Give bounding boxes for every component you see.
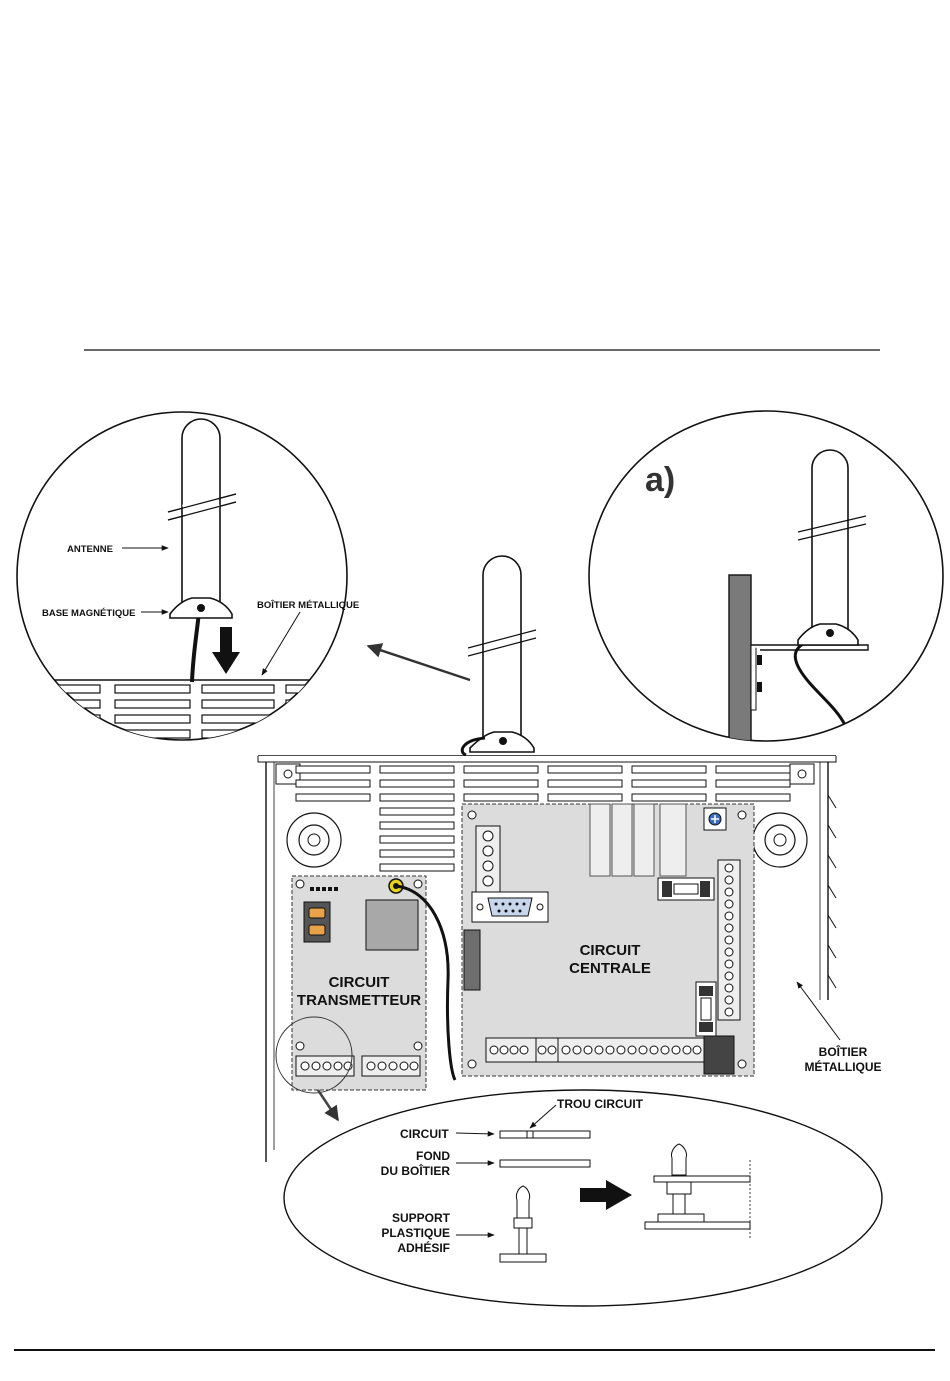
support-label-2: PLASTIQUE bbox=[381, 1226, 450, 1240]
support-label-1: SUPPORT bbox=[392, 1211, 451, 1225]
central-circuit-board: CIRCUIT CENTRALE bbox=[462, 804, 754, 1076]
support-label-3: ADHÉSIF bbox=[397, 1240, 450, 1255]
center-antenna bbox=[368, 556, 536, 755]
antenna-label: ANTENNE bbox=[67, 544, 113, 555]
transmitter-circuit-label-1: CIRCUIT bbox=[329, 974, 390, 991]
transmitter-circuit-label-2: TRANSMETTEUR bbox=[297, 992, 421, 1009]
transmitter-circuit-board: CIRCUIT TRANSMETTEUR bbox=[276, 876, 455, 1120]
box-bottom-label-1: FOND bbox=[416, 1149, 450, 1163]
central-circuit-label-1: CIRCUIT bbox=[580, 942, 641, 959]
cable-knockout-left bbox=[287, 813, 341, 867]
central-circuit-label-2: CENTRALE bbox=[569, 960, 651, 977]
magnetic-base-detail: ANTENNE BASE MAGNÉTIQUE BOÎTIER MÉTALLIQ… bbox=[10, 412, 360, 740]
metal-box-side-label-2: MÉTALLIQUE bbox=[804, 1059, 881, 1074]
metal-box-top-label: BOÎTIER MÉTALLIQUE bbox=[257, 599, 359, 611]
magnetic-base-label: BASE MAGNÉTIQUE bbox=[42, 608, 135, 619]
hole-circuit-label: TROU CIRCUIT bbox=[557, 1097, 644, 1111]
variant-label: a) bbox=[645, 461, 675, 499]
box-bottom-label-2: DU BOÎTIER bbox=[381, 1163, 451, 1178]
bracket-mount-detail: a) bbox=[589, 411, 943, 755]
plastic-support-detail: TROU CIRCUIT CIRCUIT FOND DU BOÎTIER SUP… bbox=[284, 1090, 882, 1306]
circuit-label: CIRCUIT bbox=[400, 1127, 449, 1141]
mount-post bbox=[729, 575, 751, 755]
cable-knockout-right bbox=[753, 813, 807, 867]
metal-box-side-label-1: BOÎTIER bbox=[819, 1044, 868, 1059]
metal-box-side-callout: BOÎTIER MÉTALLIQUE bbox=[797, 982, 882, 1074]
